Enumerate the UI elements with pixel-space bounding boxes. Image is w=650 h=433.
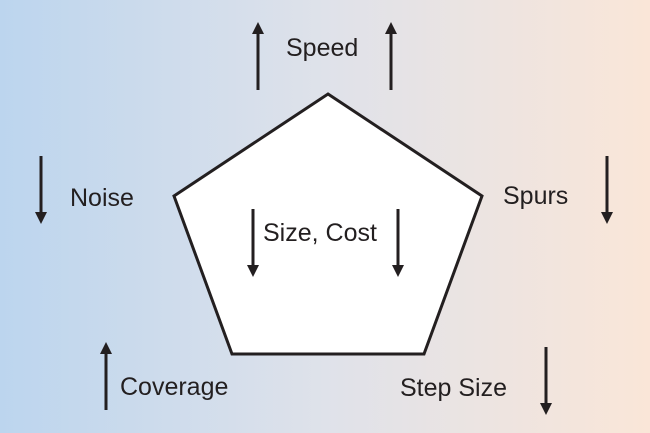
speed-label: Speed: [286, 34, 359, 62]
noise-label: Noise: [70, 184, 134, 212]
pentagon-shape: [172, 92, 484, 356]
coverage-label: Coverage: [120, 373, 229, 401]
size-cost-label: Size, Cost: [263, 219, 377, 247]
spurs-label: Spurs: [503, 182, 569, 210]
step-size-label: Step Size: [400, 374, 508, 402]
